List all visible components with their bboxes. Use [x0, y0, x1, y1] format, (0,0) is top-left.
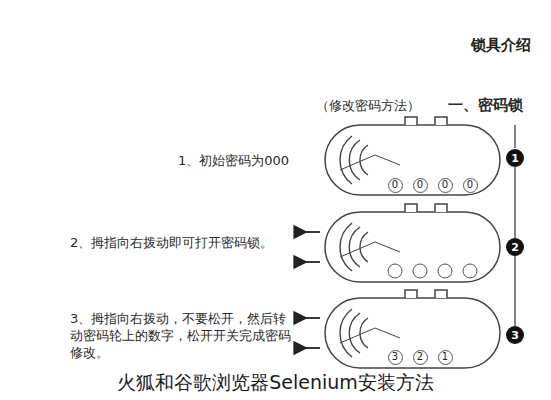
section-heading: （修改密码方法） — [316, 97, 420, 115]
step-text: 1、初始密码为000 — [178, 152, 289, 170]
number: 0 — [467, 180, 473, 190]
dial-wheel: 0 — [413, 178, 428, 193]
title: 锁具介绍 — [471, 36, 531, 55]
number: 1 — [442, 352, 448, 362]
section-heading: 一、密码锁 — [448, 96, 523, 115]
number: 3 — [392, 352, 398, 362]
callout-number: 3 — [506, 326, 524, 344]
number: 0 — [417, 180, 423, 190]
dial-wheel: 0 — [463, 178, 478, 193]
lock-body — [325, 298, 500, 368]
caption: 火狐和谷歌浏览器Selenium安装方法 — [0, 370, 551, 396]
number: 2 — [417, 352, 423, 362]
dial-wheel: 0 — [438, 178, 453, 193]
step-text: 3、拇指向右拨动，不要松开，然后转动密码轮上的数字，松开开关完成密码修改。 — [70, 310, 298, 361]
callout-number: 2 — [506, 238, 524, 256]
number: 0 — [392, 180, 398, 190]
lock-body — [325, 125, 500, 195]
step-text: 2、拇指向右拨动即可打开密码锁。 — [70, 234, 273, 252]
connector-line — [514, 256, 515, 326]
dial-wheel: 0 — [388, 178, 403, 193]
callout-number: 1 — [506, 149, 524, 167]
number: 3 — [511, 330, 519, 341]
dial-wheel: 3 — [388, 350, 403, 365]
dial-wheel: 2 — [413, 350, 428, 365]
dial-wheel: 1 — [438, 350, 453, 365]
connector-line — [514, 167, 515, 238]
number: 0 — [442, 180, 448, 190]
number: 2 — [511, 242, 519, 253]
lock-body — [325, 212, 500, 282]
number: 1 — [511, 153, 519, 164]
